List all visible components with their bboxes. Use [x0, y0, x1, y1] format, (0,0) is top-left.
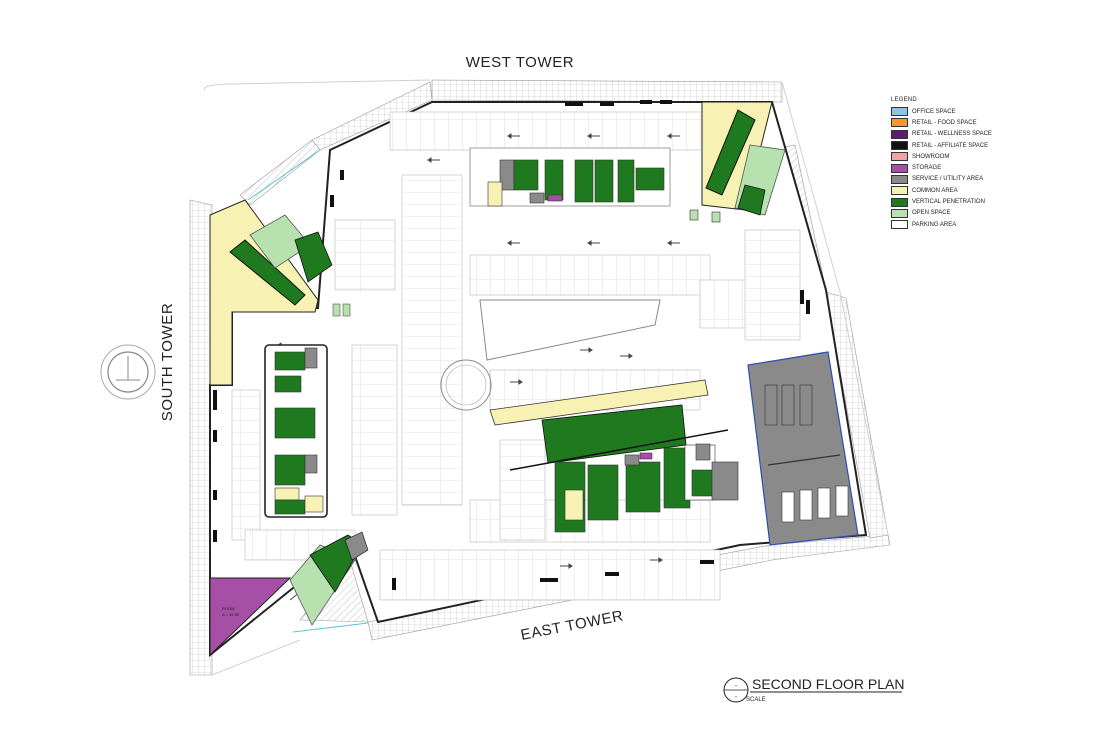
perimeter-car-marks [213, 100, 810, 590]
legend-swatch [891, 163, 908, 173]
south-tower-symbol [100, 344, 156, 400]
legend-item: OPEN SPACE [891, 208, 1011, 219]
title-block: - - SECOND FLOOR PLAN SCALE [723, 676, 904, 703]
legend-swatch [891, 208, 908, 218]
legend-swatch [891, 197, 908, 207]
legend-swatch [891, 220, 908, 230]
south-core [264, 344, 328, 518]
site-boundary [203, 79, 889, 676]
legend: LEGEND OFFICE SPACE RETAIL - FOOD SPACE RE… [891, 97, 1011, 230]
legend-title: LEGEND [891, 97, 917, 103]
legend-item: STORAGE [891, 162, 1011, 173]
legend-label: PARKING AREA [912, 221, 957, 228]
service-utility-area [747, 351, 859, 546]
legend-label: VERTICAL PENETRATION [912, 199, 985, 206]
east-tower-wedge [209, 531, 369, 657]
legend-label: SERVICE / UTILITY AREA [912, 176, 984, 183]
east-core [489, 379, 739, 533]
legend-item: RETAIL - WELLNESS SPACE [891, 129, 1011, 140]
legend-swatch [891, 141, 908, 151]
legend-label: RETAIL - WELLNESS SPACE [912, 131, 992, 138]
west-tower-wedge [701, 101, 786, 216]
legend-label: OFFICE SPACE [912, 108, 956, 115]
west-tower-core [469, 147, 721, 223]
legend-label: RETAIL - FOOD SPACE [912, 119, 977, 126]
legend-items: OFFICE SPACE RETAIL - FOOD SPACE RETAIL - … [891, 106, 1011, 230]
storage-room-area: A = 19.95 [222, 612, 240, 617]
legend-item: SERVICE / UTILITY AREA [891, 174, 1011, 185]
drawing-title: SECOND FLOOR PLAN [752, 676, 904, 692]
ramp-block [479, 299, 661, 361]
section-marker-bottom: - [735, 694, 738, 701]
legend-item: RETAIL - FOOD SPACE [891, 117, 1011, 128]
legend-swatch [891, 107, 908, 117]
legend-item: COMMON AREA [891, 185, 1011, 196]
legend-item: PARKING AREA [891, 219, 1011, 230]
section-marker-top: - [735, 683, 738, 690]
legend-label: STORAGE [912, 165, 942, 172]
legend-label: RETAIL - AFFILIATE SPACE [912, 142, 989, 149]
legend-item: RETAIL - AFFILIATE SPACE [891, 140, 1011, 151]
ramp-roundabout [440, 359, 492, 411]
west-tower-label: WEST TOWER [466, 54, 575, 71]
storage-room-tag: ROOM [222, 606, 234, 611]
east-tower-label: EAST TOWER [519, 607, 625, 644]
legend-swatch [891, 174, 908, 184]
legend-label: OPEN SPACE [912, 210, 951, 217]
legend-swatch [891, 186, 908, 196]
south-tower-wedge [209, 199, 351, 386]
legend-swatch [891, 129, 908, 139]
legend-item: VERTICAL PENETRATION [891, 196, 1011, 207]
legend-item: SHOWROOM [891, 151, 1011, 162]
south-tower-label: SOUTH TOWER [159, 303, 176, 422]
drawing-scale: SCALE [746, 697, 766, 703]
legend-item: OFFICE SPACE [891, 106, 1011, 117]
legend-swatch [891, 118, 908, 128]
legend-label: COMMON AREA [912, 187, 958, 194]
legend-label: SHOWROOM [912, 153, 950, 160]
parking-stalls [231, 111, 801, 601]
legend-swatch [891, 152, 908, 162]
